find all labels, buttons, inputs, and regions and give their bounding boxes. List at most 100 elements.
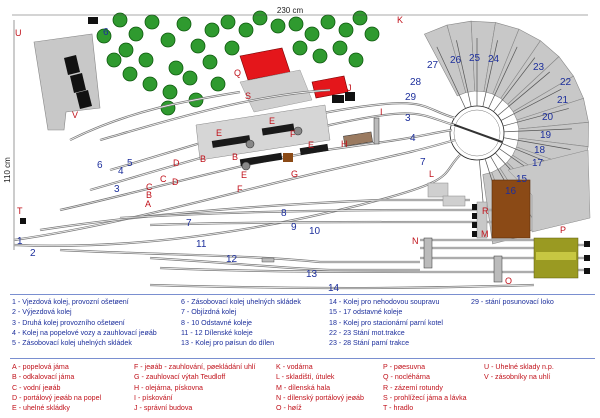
track-inner [149, 221, 470, 226]
track-number-label: 23 [533, 62, 545, 73]
object-letter-label: A [145, 199, 151, 209]
tree [128, 26, 144, 42]
legend-item: 1 - Vjezdová kolej, provozní ošetøení [12, 298, 129, 306]
track-number-label: 4 [410, 133, 416, 144]
legend-item: R - zázemí rotundy [383, 383, 443, 392]
track-number-label: 26 [450, 55, 462, 66]
tree [122, 66, 138, 82]
stall-track [488, 46, 518, 109]
legend-item: 4 - Kolej na popelové vozy a zauhlovací … [12, 328, 157, 337]
object-letter-label: G [291, 169, 298, 179]
coal-stock-2 [261, 123, 295, 136]
track-legend-col3: 14 - Kolej pro nehodovou soupravu 15 - 1… [329, 297, 443, 348]
track-number-label: 10 [309, 226, 321, 237]
tree [312, 48, 328, 64]
crane-3 [241, 161, 251, 171]
track-number-label: 29 [405, 92, 417, 103]
object-letter-label: D [172, 177, 179, 187]
track [39, 198, 470, 232]
stall-track [503, 137, 571, 150]
legend-item: J - správní budova [134, 404, 193, 413]
object-letter-label: M [481, 229, 489, 239]
legend-item: K - vodárna [276, 363, 313, 371]
object-legend-col4: P - pøesuvna Q - nocléhárna R - zázemí r… [383, 362, 467, 413]
legend-item: A - popelová jáma [12, 363, 69, 371]
turntable-pit [453, 109, 501, 157]
object-letter-label: K [397, 15, 403, 25]
track-number-label: 15 [516, 174, 528, 185]
track-legend-col2: 6 - Zásobovací kolej uhelných skládek 7 … [181, 297, 301, 348]
tree [160, 100, 176, 116]
coal-stock-4 [299, 143, 329, 156]
legend-item: S - prohlížecí jáma a lávka [383, 393, 467, 402]
tree [292, 40, 308, 56]
track-number-label: 3 [114, 184, 120, 195]
water-tower [332, 95, 344, 103]
track-number-label: 5 [127, 158, 133, 169]
track-number-label: 9 [291, 222, 297, 233]
track-number-label: 7 [420, 157, 426, 168]
stall-track [456, 40, 472, 107]
legend-item: L - skladištì, útulek [276, 373, 335, 382]
tree [210, 76, 226, 92]
legend-item: 29 - stání posunovací loko [471, 298, 554, 306]
administration-building [311, 75, 349, 99]
tree [190, 38, 206, 54]
track-number-label: 22 [560, 77, 572, 88]
track-inner [119, 209, 470, 219]
legend-item: I - pískování [134, 393, 173, 402]
tree [304, 26, 320, 42]
legend-item: 11 - 12 Dílenské koleje [181, 328, 253, 337]
legend-item: 18 - Kolej pro stacionární parní kotel [329, 318, 443, 327]
object-legend-col3: K - vodárna L - skladištì, útulek M - dí… [276, 362, 364, 413]
track-inner [109, 102, 456, 171]
legend-item: O - høíž [276, 404, 302, 413]
tree [332, 40, 348, 56]
track-legend-col4: 29 - stání posunovací loko [471, 297, 554, 307]
track-number-label: 21 [557, 95, 569, 106]
track-number-label: 6 [103, 27, 109, 38]
tree [338, 22, 354, 38]
object-letter-label: C [146, 182, 153, 192]
legend-divider-top [10, 294, 595, 295]
track-number-label: 8 [281, 208, 287, 219]
tree [142, 76, 158, 92]
stall-track [493, 57, 536, 112]
inspection-walkway [261, 257, 275, 263]
track-number-label: 12 [226, 254, 238, 265]
object-letter-label: V [72, 110, 78, 120]
legend-item: E - uhelné skládky [12, 404, 70, 413]
tree [202, 54, 218, 70]
track-legend-col1: 1 - Vjezdová kolej, provozní ošetøení 2 … [12, 297, 157, 348]
height-dimension-label: 110 cm [3, 157, 12, 183]
legend-item: T - hradlo [383, 404, 414, 413]
legend-item: 3 - Druhá kolej provozního ošetøení [12, 318, 125, 327]
coal-bunker-2 [70, 73, 86, 93]
object-letter-label: J [347, 83, 352, 93]
tree [352, 10, 368, 26]
width-dimension-label: 230 cm [277, 6, 304, 15]
stall-track [482, 40, 498, 107]
track-number-label: 24 [488, 54, 500, 65]
track-number-label: 19 [540, 130, 552, 141]
track-inner [59, 249, 420, 263]
legend-item: 14 - Kolej pro nehodovou soupravu [329, 298, 440, 306]
object-letter-label: B [146, 190, 152, 200]
track-number-label: 20 [542, 112, 554, 123]
legend-item: 6 - Zásobovací kolej uhelných skládek [181, 298, 301, 306]
tree [168, 60, 184, 76]
legend-item: 2 - Výjezdová kolej [12, 308, 72, 317]
turntable-bridge [451, 123, 503, 143]
coal-warehouses [33, 17, 101, 131]
legend-item: F - jeøáb - zauhlování, pøekládání uhlí [134, 363, 256, 371]
depot-track-plan: 230 cm 110 cm [3, 6, 591, 294]
object-letter-label: P [560, 225, 566, 235]
legend-item: 13 - Kolej pro pøísun do dílen [181, 339, 275, 348]
coal-stock-3 [239, 152, 283, 167]
track-number-label: 13 [306, 269, 318, 280]
object-letter-label: C [160, 174, 167, 184]
tree [224, 40, 240, 56]
object-letter-label: S [245, 91, 251, 101]
legend-item: M - dílenská hala [276, 383, 331, 392]
